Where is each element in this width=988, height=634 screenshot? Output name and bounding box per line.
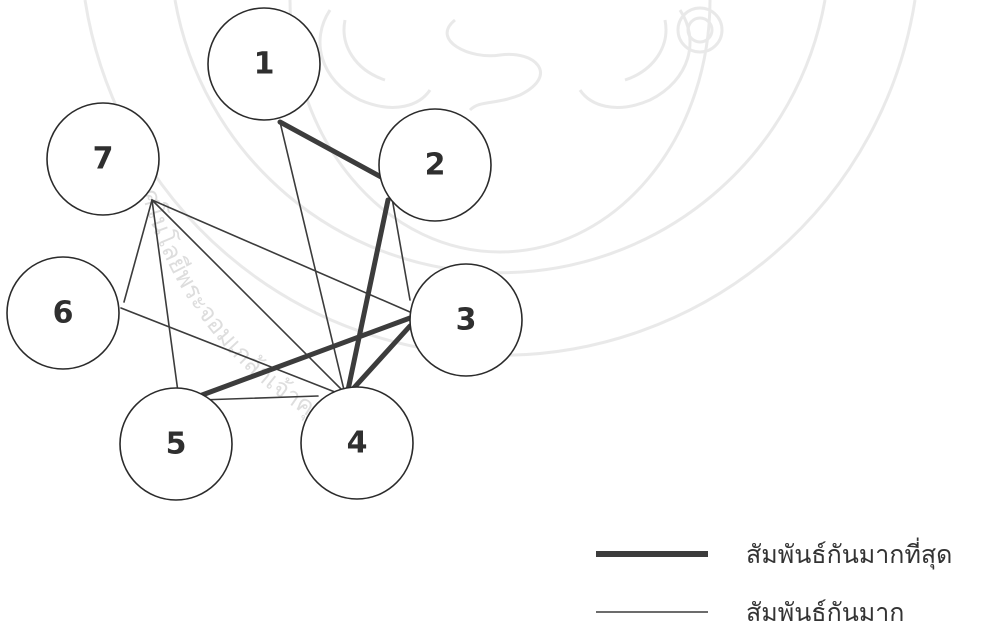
watermark-ring-inner <box>173 0 827 275</box>
node-4: 4 <box>300 386 414 500</box>
edge-3-5 <box>191 315 413 401</box>
node-2-circle <box>378 108 492 222</box>
edge-7-6 <box>123 199 153 303</box>
node-1: 1 <box>207 7 321 121</box>
edge-1-2 <box>277 119 386 181</box>
node-5: 5 <box>119 387 233 501</box>
node-3-label: 3 <box>456 303 477 338</box>
watermark-ring-core <box>288 0 712 254</box>
node-6: 6 <box>6 256 120 370</box>
edge-7-4 <box>151 199 345 393</box>
legend-strong-label: สัมพันธ์กันมาก <box>746 598 904 627</box>
edge-7-3 <box>151 199 411 313</box>
node-4-circle <box>300 386 414 500</box>
edge-layer <box>120 119 413 401</box>
node-5-label: 5 <box>166 427 187 462</box>
edge-6-4 <box>120 307 341 395</box>
watermark-emblem <box>318 6 724 112</box>
node-1-circle <box>207 7 321 121</box>
node-3-circle <box>409 263 523 377</box>
edge-3-4 <box>349 323 413 393</box>
node-6-circle <box>6 256 120 370</box>
edge-5-4 <box>199 395 319 401</box>
node-1-label: 1 <box>254 47 275 82</box>
node-7-circle <box>46 102 160 216</box>
node-4-label: 4 <box>347 426 368 461</box>
legend: สัมพันธ์กันมากที่สุด สัมพันธ์กันมาก <box>596 537 952 627</box>
node-5-circle <box>119 387 233 501</box>
node-layer: 1 2 3 4 5 6 7 <box>6 7 523 501</box>
legend-strongest-label: สัมพันธ์กันมากที่สุด <box>746 537 952 570</box>
node-7-label: 7 <box>93 142 114 177</box>
edge-2-3 <box>391 197 411 301</box>
edge-2-4 <box>345 197 391 393</box>
node-2-label: 2 <box>425 148 446 183</box>
edge-7-5 <box>151 199 179 393</box>
node-3: 3 <box>409 263 523 377</box>
node-7: 7 <box>46 102 160 216</box>
edge-1-4 <box>279 121 345 391</box>
node-6-label: 6 <box>53 296 74 331</box>
node-2: 2 <box>378 108 492 222</box>
